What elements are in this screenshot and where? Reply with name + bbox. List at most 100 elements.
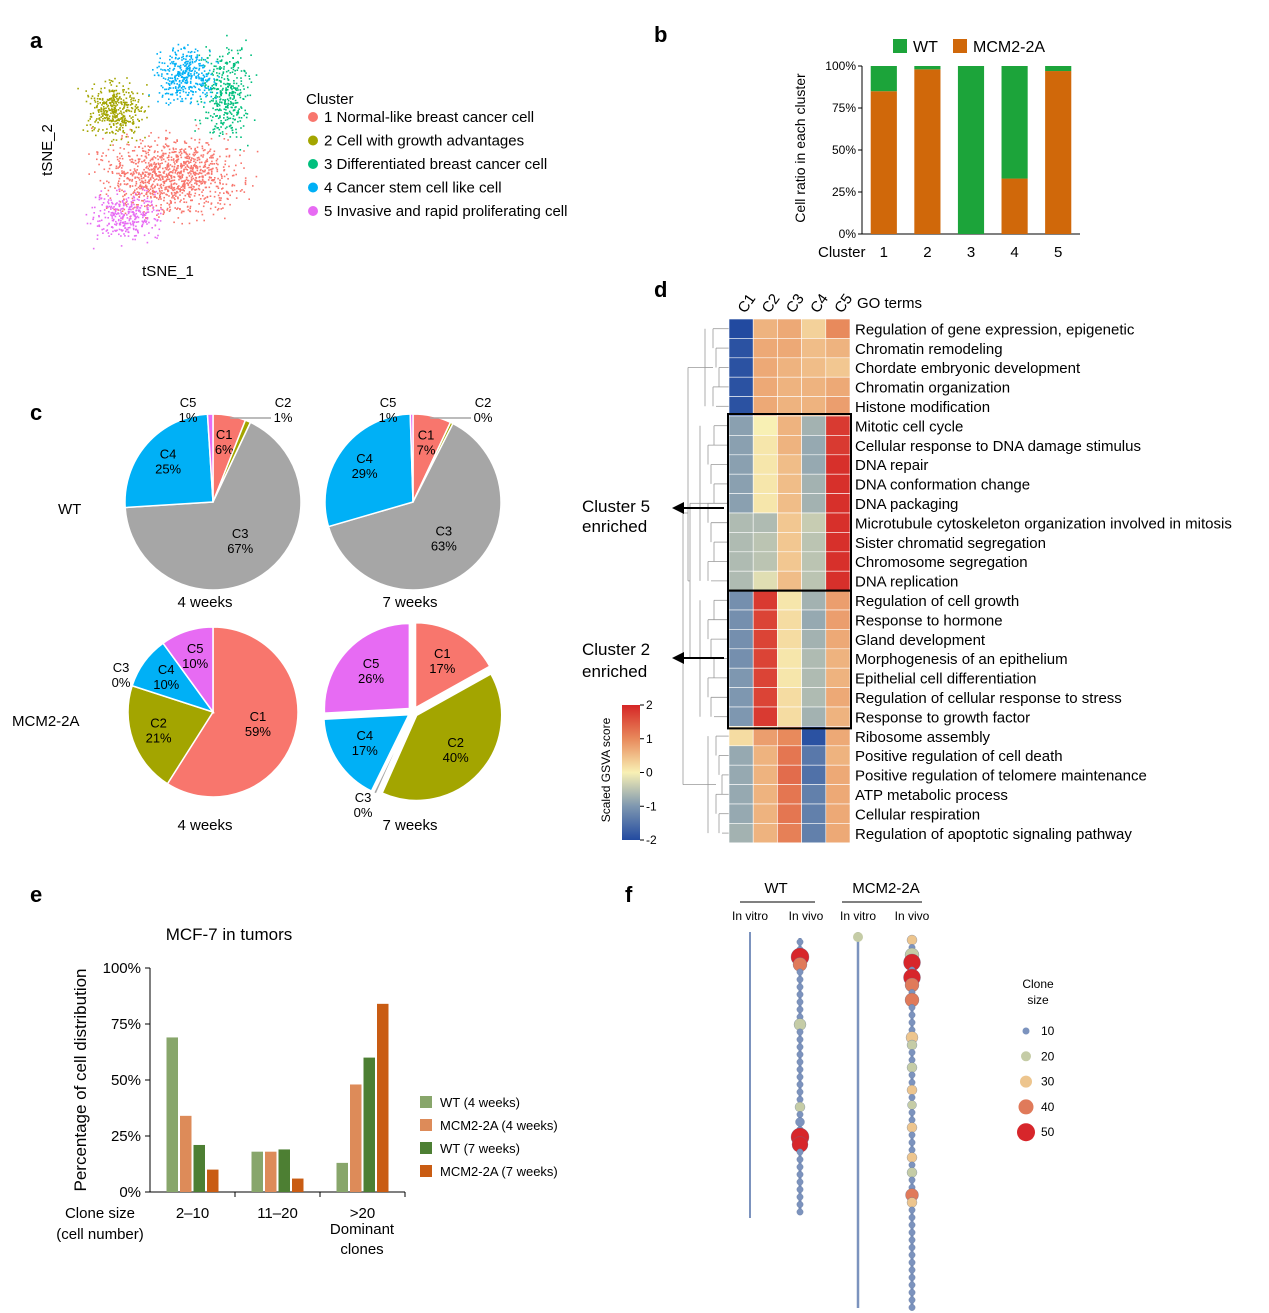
- tsne-point: [108, 115, 111, 118]
- tsne-point: [186, 164, 189, 166]
- tsne-point: [134, 217, 137, 220]
- tsne-point: [246, 94, 249, 97]
- heatmap-cell: [752, 415, 778, 436]
- tsne-point: [234, 99, 237, 102]
- clone-bubble: [908, 1206, 916, 1214]
- tsne-point: [148, 189, 151, 192]
- tsne-point: [161, 208, 164, 211]
- tsne-point: [110, 226, 113, 228]
- pie-slice-label: C3: [113, 660, 130, 675]
- tsne-point: [85, 213, 88, 216]
- pie-time-label: 4 weeks: [177, 817, 232, 834]
- tsne-point: [105, 154, 107, 157]
- pie-time-label: 7 weeks: [382, 594, 437, 611]
- heatmap-cell: [825, 493, 851, 514]
- clone-bubble: [796, 938, 804, 946]
- tsne-point: [98, 198, 101, 201]
- tsne-point: [133, 149, 136, 152]
- tsne-point: [156, 144, 159, 146]
- tsne-point: [204, 85, 206, 87]
- tsne-point: [131, 211, 133, 213]
- tsne-point: [153, 161, 156, 164]
- tsne-point: [215, 162, 218, 165]
- tsne-point: [208, 164, 211, 166]
- tsne-point: [200, 168, 202, 171]
- tsne-point: [229, 61, 231, 63]
- tsne-point: [143, 168, 145, 171]
- tsne-point: [202, 166, 205, 168]
- heatmap-cell: [801, 532, 827, 553]
- tsne-point: [223, 102, 226, 104]
- tsne-point: [114, 133, 117, 135]
- tsne-point: [154, 170, 156, 172]
- tsne-point: [134, 206, 136, 209]
- tsne-point: [185, 201, 188, 204]
- heatmap-cell: [752, 512, 778, 533]
- tsne-point: [193, 151, 196, 154]
- heatmap-row-label: Ribosome assembly: [855, 729, 991, 746]
- tsne-point: [150, 145, 153, 148]
- tsne-point: [116, 97, 118, 100]
- tsne-point: [143, 186, 145, 188]
- tsne-point: [183, 182, 186, 185]
- cluster-legend-dot: [308, 206, 318, 216]
- tsne-point: [93, 128, 95, 131]
- tsne-point: [167, 164, 169, 166]
- tsne-point: [221, 92, 223, 95]
- tsne-point: [114, 203, 117, 206]
- tsne-point: [105, 102, 107, 105]
- tsne-point: [179, 95, 182, 98]
- tsne-point: [97, 109, 100, 112]
- heatmap-cell: [801, 318, 827, 339]
- tsne-point: [187, 179, 189, 182]
- tsne-point: [199, 95, 202, 98]
- tsne-point: [173, 99, 175, 101]
- tsne-point: [194, 147, 196, 150]
- tsne-point: [122, 195, 124, 198]
- tsne-point: [242, 98, 245, 100]
- tsne-point: [196, 151, 199, 153]
- tsne-point: [140, 175, 143, 177]
- tsne-point: [201, 182, 204, 185]
- tsne-point: [202, 58, 205, 61]
- tsne-point: [104, 80, 107, 83]
- tsne-point: [115, 120, 118, 122]
- tsne-point: [115, 220, 117, 223]
- clone-bar: [166, 1037, 178, 1192]
- tsne-point: [206, 75, 208, 77]
- clone-y-tick-label: 50%: [111, 1072, 141, 1089]
- tsne-point: [125, 136, 128, 138]
- tsne-point: [183, 170, 185, 173]
- pie-slice-value: 21%: [146, 731, 172, 746]
- tsne-point: [133, 191, 136, 194]
- tsne-point: [221, 131, 224, 133]
- tsne-point: [206, 117, 209, 120]
- heatmap-row-label: Morphogenesis of an epithelium: [855, 651, 1068, 668]
- heatmap-row-label: Gland development: [855, 632, 986, 649]
- tsne-point: [227, 69, 230, 72]
- tsne-point: [195, 91, 197, 93]
- clone-bubble: [908, 1176, 916, 1184]
- heatmap-cell: [801, 667, 827, 688]
- tsne-point: [233, 109, 235, 111]
- tsne-point: [108, 160, 110, 163]
- tsne-point: [210, 137, 213, 140]
- tsne-point: [155, 163, 157, 165]
- tsne-point: [221, 175, 223, 178]
- tsne-point: [185, 63, 188, 66]
- heatmap-cell: [777, 357, 802, 378]
- tsne-point: [145, 152, 148, 155]
- heatmap-cell: [777, 318, 802, 339]
- tsne-point: [136, 191, 139, 193]
- tsne-point: [161, 94, 164, 97]
- tsne-point: [174, 172, 177, 174]
- tsne-point: [107, 170, 109, 173]
- tsne-point: [125, 124, 127, 127]
- tsne-point: [174, 207, 176, 209]
- tsne-point: [174, 65, 176, 67]
- tsne-point: [206, 92, 208, 94]
- tsne-point: [218, 76, 220, 78]
- tsne-point: [241, 47, 243, 49]
- tsne-point: [187, 67, 190, 69]
- ratio-x-tick-label: 2: [923, 244, 931, 261]
